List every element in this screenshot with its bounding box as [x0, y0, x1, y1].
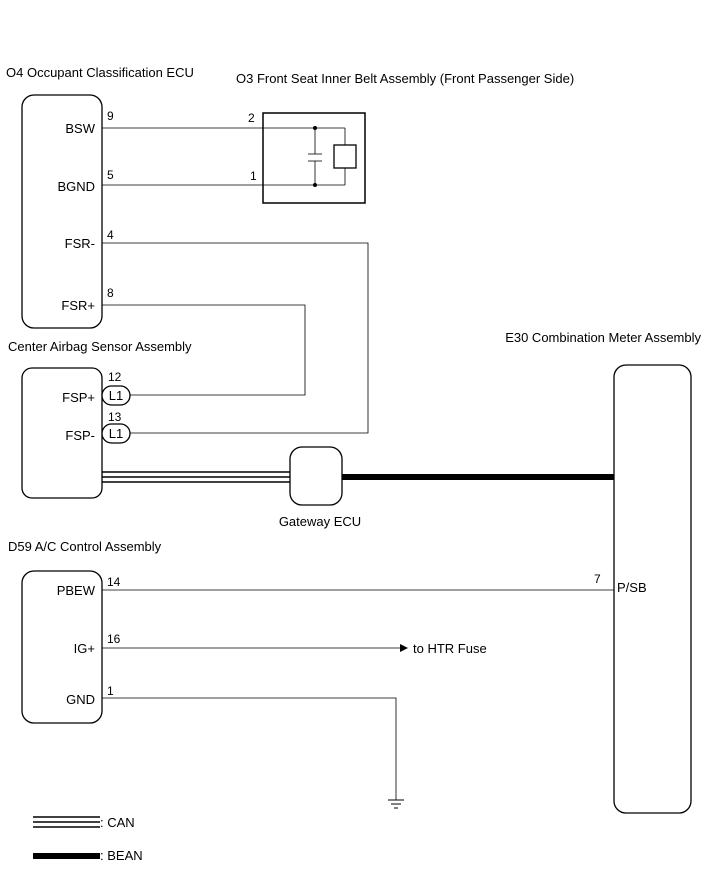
wire-gnd	[102, 697, 397, 800]
o4-pin-bgnd: BGND	[57, 179, 95, 194]
legend-bean-label: : BEAN	[100, 848, 143, 863]
o4-title: O4 Occupant Classification ECU	[6, 65, 194, 80]
o3-pin-number-1: 1	[250, 169, 257, 183]
d59-pin-number-16: 16	[107, 632, 121, 646]
can-bus-line	[102, 471, 290, 483]
legend-can-label: : CAN	[100, 815, 135, 830]
htr-arrow-icon	[400, 644, 408, 652]
center-airbag-pin-fsp-minus: FSP-	[65, 428, 95, 443]
wire-fsr-plus-to-fsp-plus	[102, 304, 306, 396]
d59-pin-pbew: PBEW	[57, 583, 96, 598]
d59-ac-control-box	[21, 570, 103, 724]
e30-title: E30 Combination Meter Assembly	[505, 330, 701, 345]
o4-pin-number-bgnd: 5	[107, 168, 114, 182]
d59-title: D59 A/C Control Assembly	[8, 539, 162, 554]
connector-l1-lower	[101, 423, 131, 444]
center-airbag-pin-number-13: 13	[108, 410, 122, 424]
o4-ecu-box	[21, 94, 103, 329]
connector-l1-upper	[101, 385, 131, 406]
o4-pin-fsr-plus: FSR+	[61, 298, 95, 313]
e30-meter-box	[613, 364, 692, 814]
center-airbag-title: Center Airbag Sensor Assembly	[8, 339, 192, 354]
legend-can-symbol	[33, 816, 100, 828]
htr-fuse-label: to HTR Fuse	[413, 641, 487, 656]
o4-pin-bsw: BSW	[65, 121, 95, 136]
o4-pin-number-bsw: 9	[107, 109, 114, 123]
d59-pin-ig-plus: IG+	[74, 641, 95, 656]
o3-title: O3 Front Seat Inner Belt Assembly (Front…	[236, 71, 574, 86]
center-airbag-pin-number-12: 12	[108, 370, 122, 384]
e30-pin-psb: P/SB	[617, 580, 647, 595]
d59-pin-number-14: 14	[107, 575, 121, 589]
d59-pin-gnd: GND	[66, 692, 95, 707]
o3-pin-number-2: 2	[248, 111, 255, 125]
gateway-ecu-box	[289, 446, 343, 506]
center-airbag-pin-fsp-plus: FSP+	[62, 390, 95, 405]
o4-pin-number-fsr-plus: 8	[107, 286, 114, 300]
wire-fsr-minus-to-fsp-minus	[102, 242, 369, 434]
o4-pin-number-fsr-minus: 4	[107, 228, 114, 242]
o4-pin-fsr-minus: FSR-	[65, 236, 95, 251]
connector-l1-upper-label: L1	[109, 388, 123, 403]
gateway-ecu-label: Gateway ECU	[279, 514, 361, 529]
d59-pin-number-1: 1	[107, 684, 114, 698]
o3-internal-circuit	[263, 126, 357, 187]
ground-icon	[388, 799, 404, 809]
connector-l1-lower-label: L1	[109, 426, 123, 441]
e30-pin-number-7: 7	[594, 572, 601, 586]
